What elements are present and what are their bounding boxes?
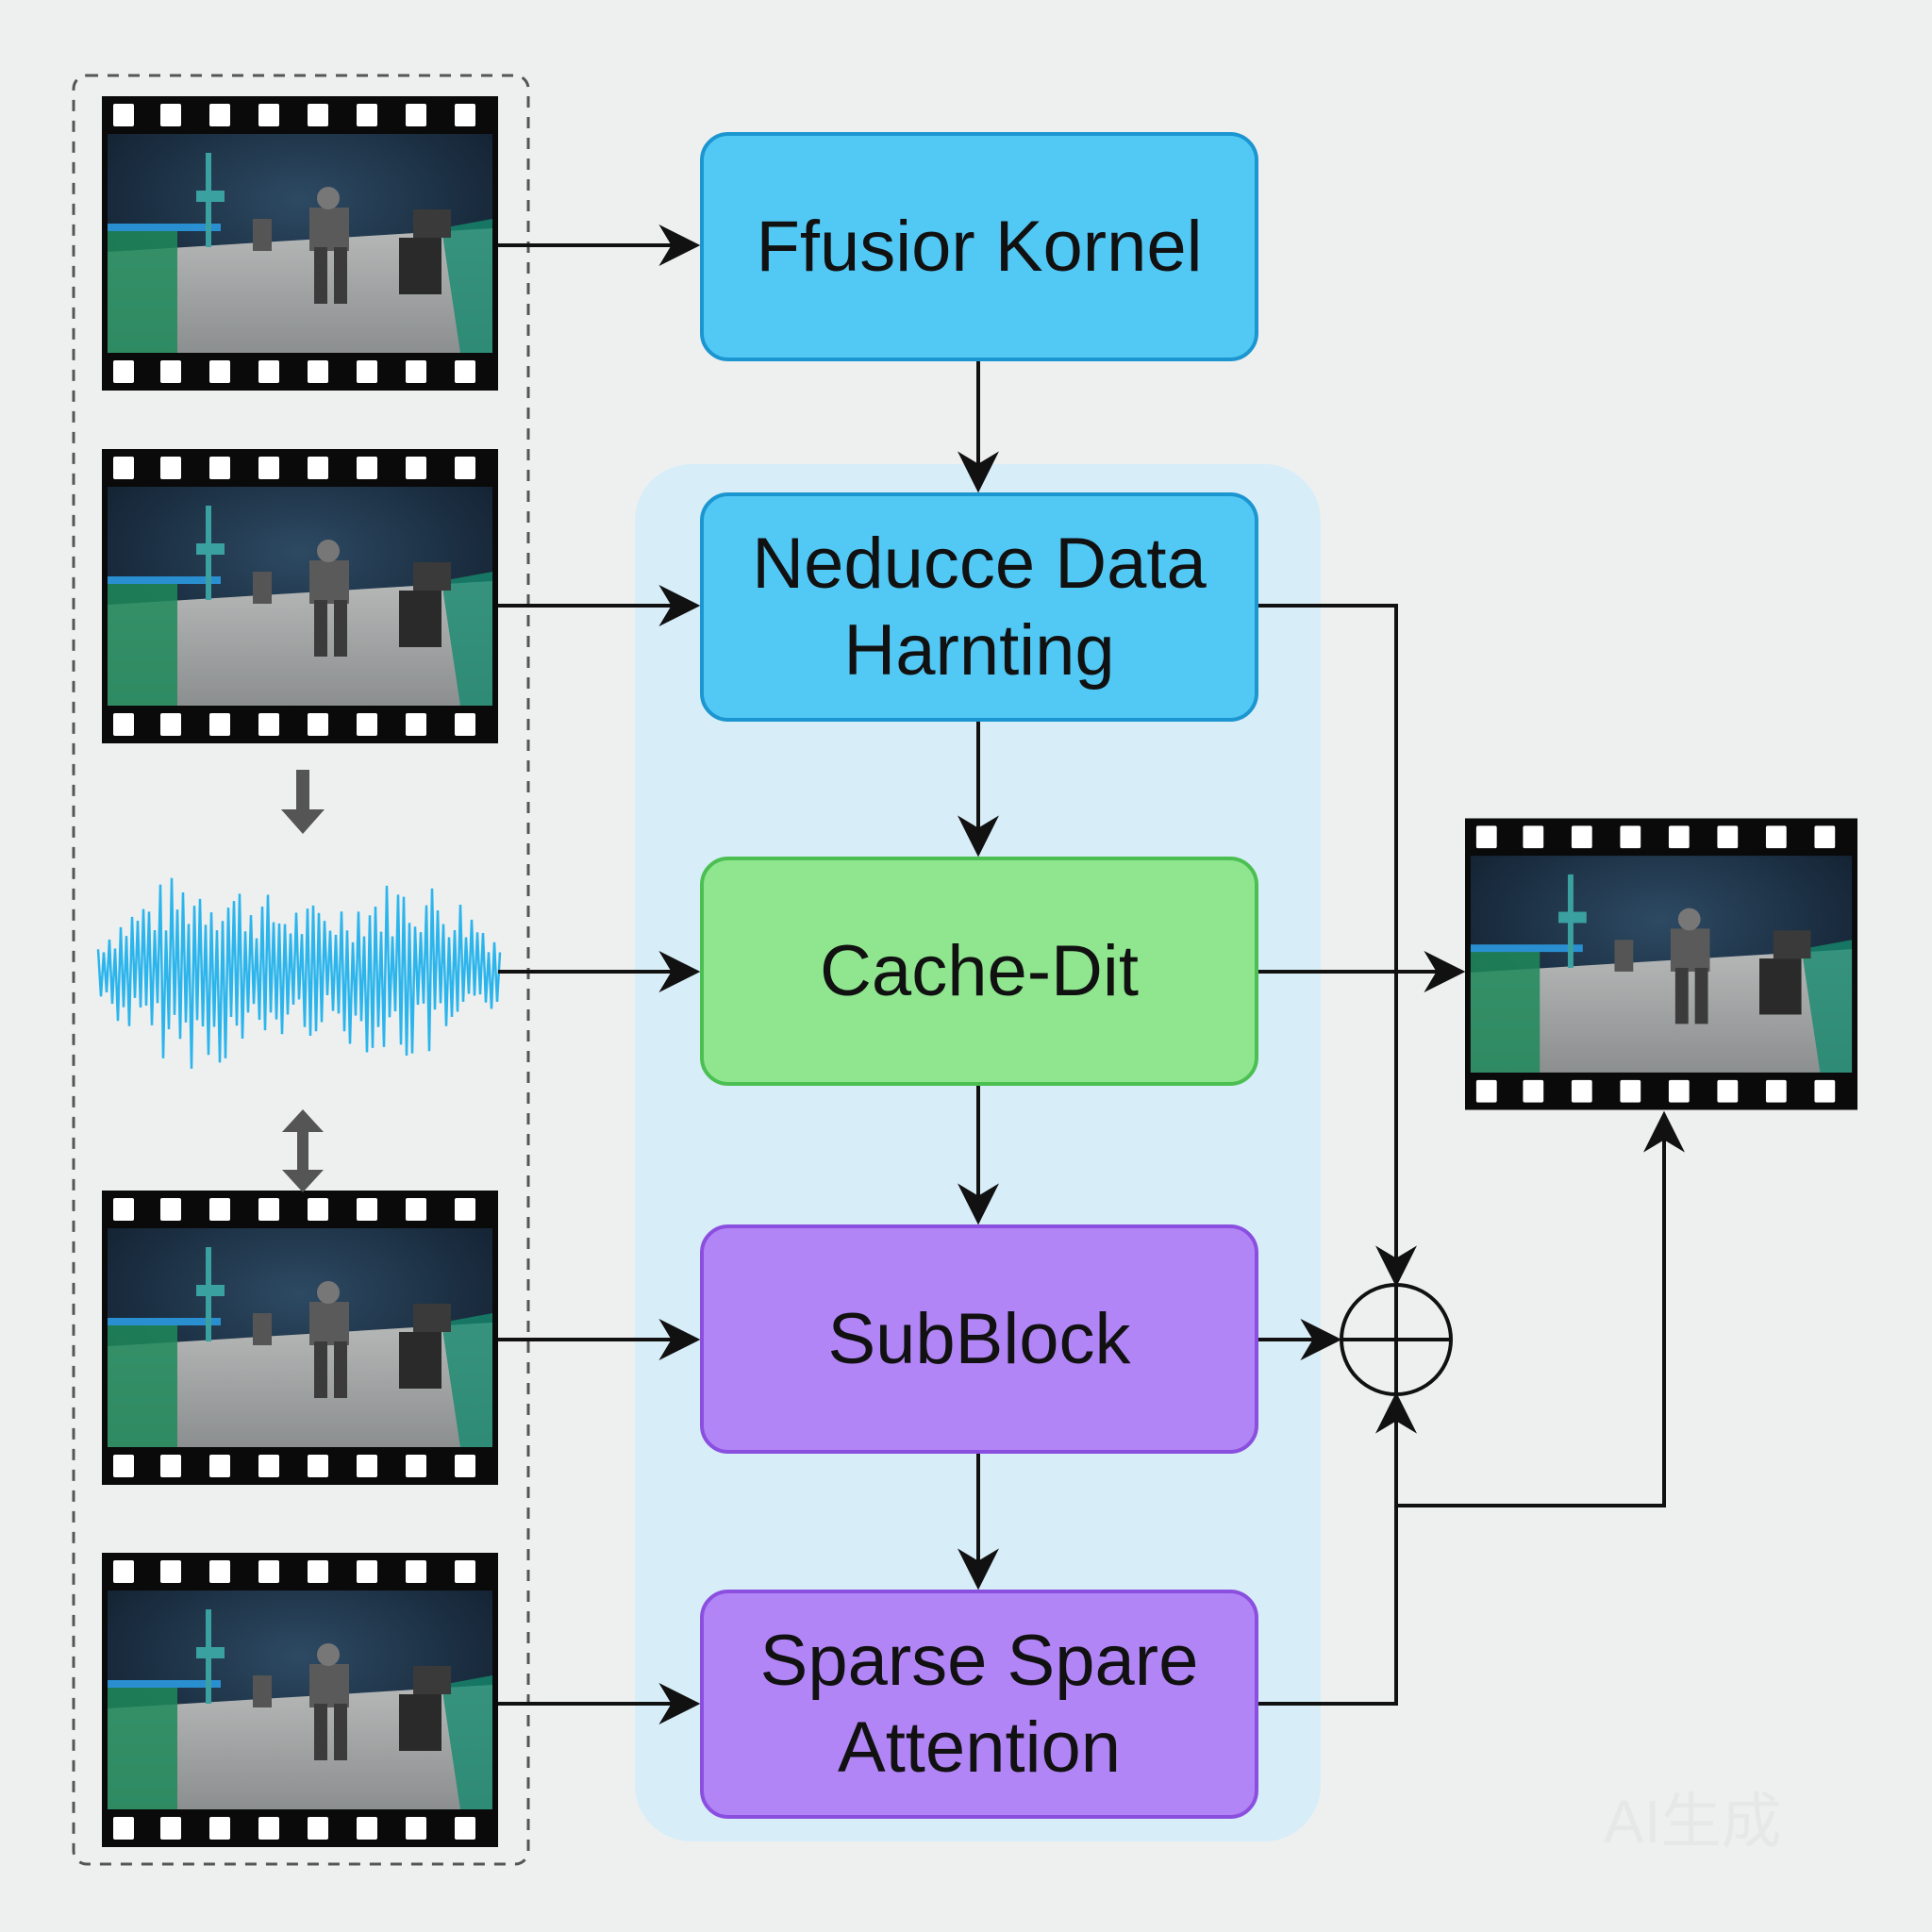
cache-dit-block: Cache-Dit <box>700 857 1258 1086</box>
arrow-sparse-to-sum <box>1258 1391 1417 1706</box>
sparse-attention-block: Sparse Spare Attention <box>700 1590 1258 1819</box>
sparse-attention-label-line1: Sparse Spare <box>759 1621 1199 1702</box>
arrow-sum-to-output <box>1396 1110 1685 1507</box>
subblock-block: SubBlock <box>700 1224 1258 1454</box>
input-frame-1 <box>102 96 498 391</box>
sum-circle-icon <box>1340 1283 1453 1396</box>
arrow-reduce-to-sum <box>1258 604 1417 1288</box>
updown-arrow-icon <box>282 1109 324 1192</box>
cache-dit-label: Cache-Dit <box>820 930 1139 1011</box>
reduce-data-block: Neducce Data Harnting <box>700 492 1258 722</box>
sparse-attention-label-line2: Attention <box>838 1707 1121 1788</box>
fusion-kernel-label: Ffusior Kornel <box>756 206 1203 287</box>
waveform-line <box>96 877 502 1069</box>
connectors <box>498 225 1685 1724</box>
watermark: AI生成 <box>1604 1788 1782 1856</box>
input-frame-2 <box>102 449 498 743</box>
output-frame <box>1465 818 1857 1110</box>
waveform-icon <box>96 877 502 1069</box>
input-frame-3 <box>102 1191 498 1485</box>
fusion-kernel-block: Ffusior Kornel <box>700 132 1258 361</box>
reduce-data-label-line2: Harnting <box>843 609 1115 691</box>
input-frame-4 <box>102 1553 498 1847</box>
down-arrow-icon <box>281 770 325 834</box>
reduce-data-label-line1: Neducce Data <box>752 524 1207 605</box>
subblock-label: SubBlock <box>827 1298 1131 1379</box>
